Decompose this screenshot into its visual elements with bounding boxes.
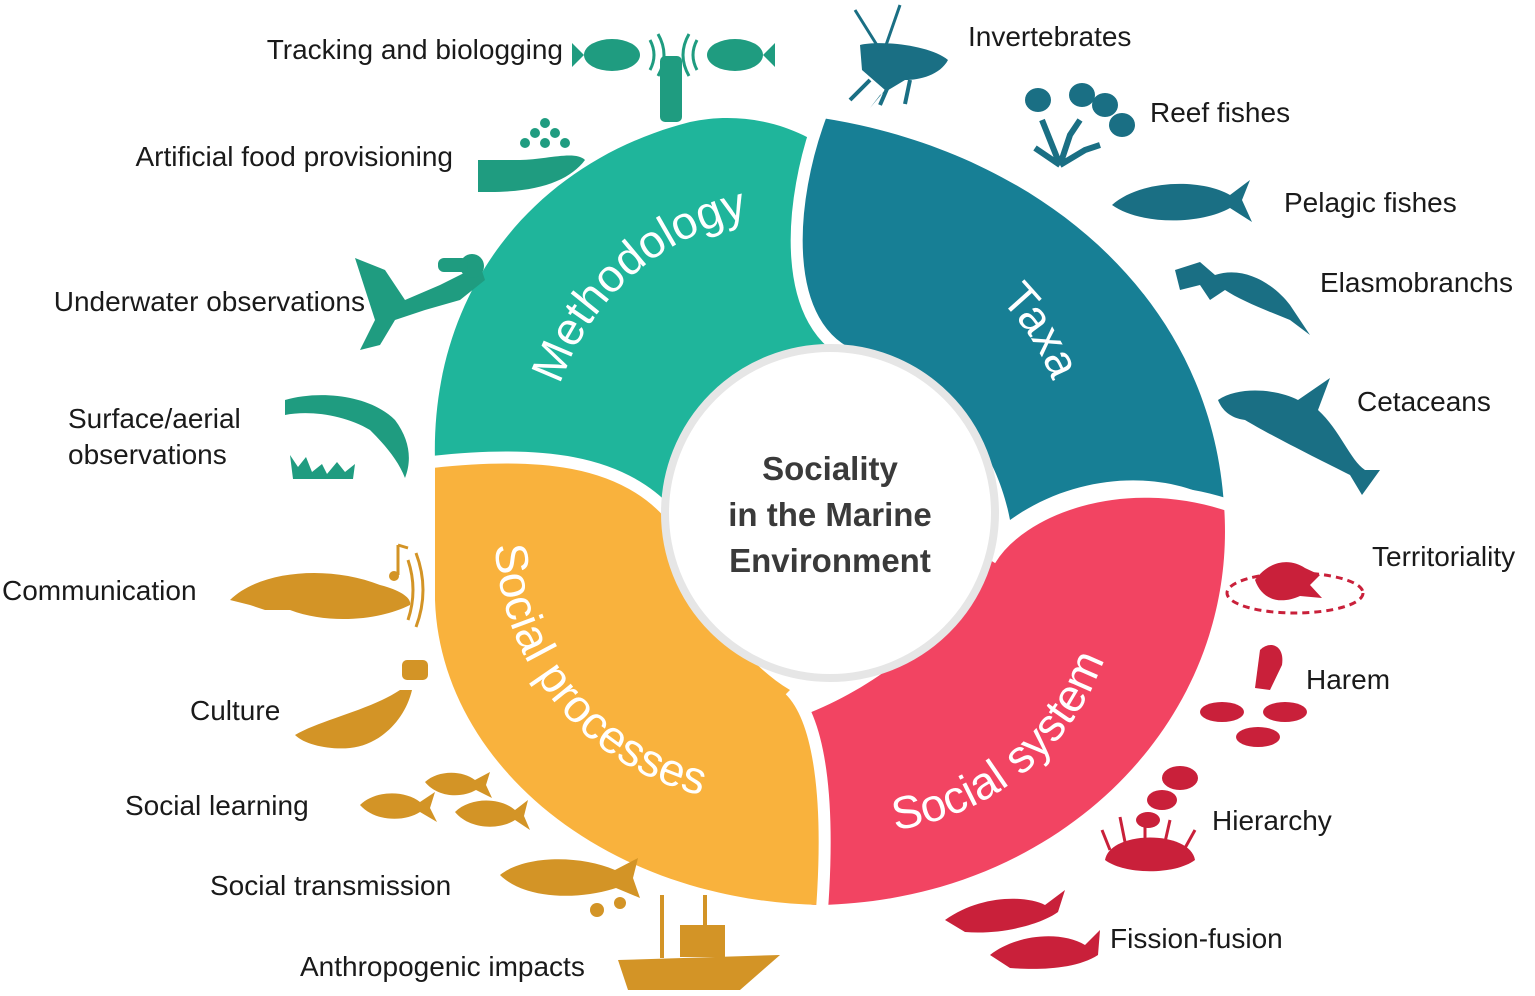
dolphins-pair-icon (945, 890, 1100, 969)
harem-fish-icon (1200, 645, 1307, 747)
dolphin-sponge-icon (295, 660, 428, 749)
label-territoriality: Territoriality (1372, 541, 1516, 572)
grouper-school-icon (360, 772, 530, 830)
hammerhead-shark-icon (1175, 262, 1310, 335)
label-reef-fishes: Reef fishes (1150, 97, 1291, 128)
fishing-boat-icon (618, 895, 780, 990)
label-harem: Harem (1306, 664, 1391, 695)
label-tracking-biologging: Tracking and biologging (266, 34, 563, 65)
social-processes-segment (435, 458, 824, 905)
jumping-dolphin-icon (285, 395, 409, 479)
center-circle (661, 344, 999, 682)
center-title-line-3: Environment (729, 542, 931, 579)
label-cetaceans: Cetaceans (1357, 386, 1491, 417)
label-invertebrates: Invertebrates (968, 21, 1132, 52)
label-social-learning: Social learning (125, 790, 309, 821)
label-pelagic-fishes: Pelagic fishes (1284, 187, 1457, 218)
label-hierarchy: Hierarchy (1212, 805, 1332, 836)
hand-food-icon (478, 118, 585, 192)
label-underwater-observations: Underwater observations (53, 286, 365, 317)
salmon-pathogen-icon (500, 858, 640, 917)
reef-fish-coral-icon (1025, 83, 1135, 168)
label-elasmobranchs: Elasmobranchs (1320, 267, 1513, 298)
center-title-line-1: Sociality (762, 450, 898, 487)
humpback-whale-song-icon (230, 543, 425, 628)
label-surface-aerial: Surface/aerial (68, 403, 241, 434)
lobster-icon (848, 4, 948, 108)
triggerfish-territory-icon (1225, 562, 1365, 615)
taxa-segment (798, 118, 1224, 520)
methodology-segment (434, 117, 883, 505)
label-culture: Culture (190, 695, 281, 726)
label-observations: observations (68, 439, 227, 470)
label-anthropogenic-impacts: Anthropogenic impacts (300, 951, 585, 982)
center-title: Sociality in the Marine Environment (690, 446, 970, 584)
label-fission-fusion: Fission-fusion (1110, 923, 1283, 954)
orca-icon (1218, 378, 1380, 495)
social-system-segment (738, 491, 1225, 905)
label-communication: Communication (2, 575, 197, 606)
tracking-fish-tag-icon (572, 33, 775, 122)
label-artificial-food-provisioning: Artificial food provisioning (135, 141, 454, 172)
label-social-transmission: Social transmission (210, 870, 452, 901)
center-title-line-2: in the Marine (728, 496, 932, 533)
tuna-icon (1112, 180, 1252, 222)
clownfish-anemone-icon (1100, 766, 1198, 872)
scuba-diver-icon (355, 254, 485, 350)
